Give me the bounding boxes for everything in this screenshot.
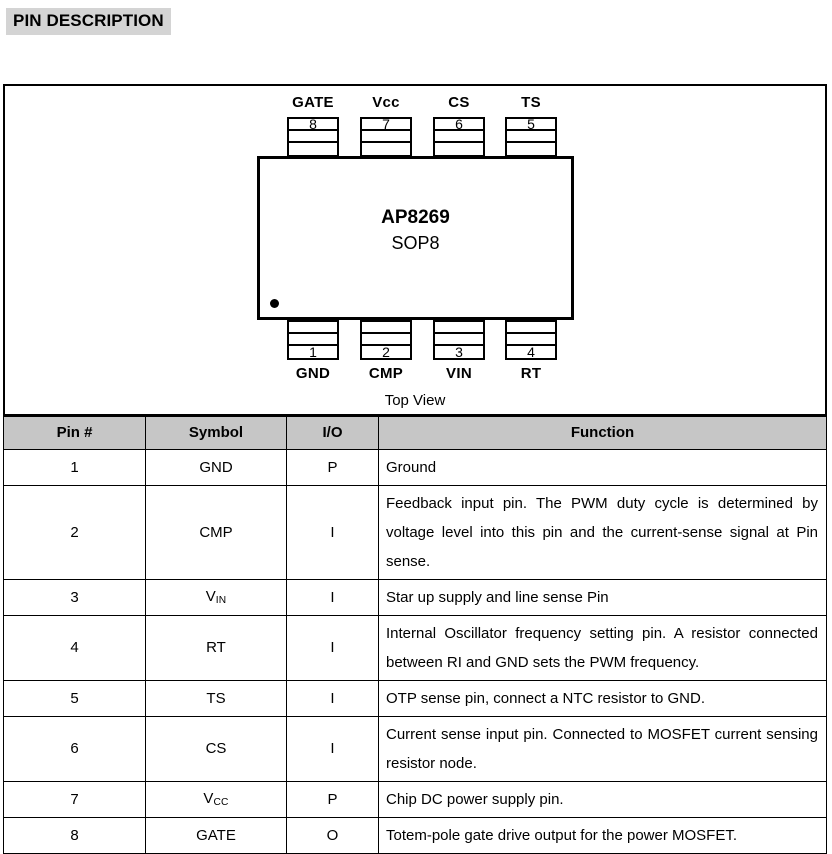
cell-io: I bbox=[286, 615, 379, 681]
pin-number-4: 4 bbox=[527, 343, 535, 360]
column-header-pin: Pin # bbox=[3, 416, 146, 450]
pin-lead-7: 7 bbox=[360, 117, 412, 157]
cell-io: P bbox=[286, 781, 379, 818]
package-diagram: GATE Vcc CS TS 8 7 6 5 AP8269 SOP8 1 2 3… bbox=[3, 84, 827, 416]
cell-pin-number: 7 bbox=[3, 781, 146, 818]
cell-function: Feedback input pin. The PWM duty cycle i… bbox=[378, 485, 827, 580]
pin-number-3: 3 bbox=[455, 343, 463, 360]
pin-number-5: 5 bbox=[527, 115, 535, 132]
cell-symbol: CS bbox=[145, 716, 287, 782]
cell-pin-number: 1 bbox=[3, 449, 146, 486]
cell-function: Totem-pole gate drive output for the pow… bbox=[378, 817, 827, 854]
cell-io: I bbox=[286, 485, 379, 580]
cell-symbol: VCC bbox=[145, 781, 287, 818]
pin-number-2: 2 bbox=[382, 343, 390, 360]
column-header-function: Function bbox=[378, 416, 827, 450]
cell-pin-number: 6 bbox=[3, 716, 146, 782]
pin-label-bottom-2: CMP bbox=[368, 365, 404, 382]
pin-lead-3: 3 bbox=[433, 320, 485, 360]
cell-io: O bbox=[286, 817, 379, 854]
cell-function: Current sense input pin. Connected to MO… bbox=[378, 716, 827, 782]
pin-number-1: 1 bbox=[309, 343, 317, 360]
pin-label-bottom-4: RT bbox=[520, 365, 542, 382]
column-header-symbol: Symbol bbox=[145, 416, 287, 450]
pin-label-top-7: Vcc bbox=[372, 94, 400, 111]
chip-package-name: SOP8 bbox=[391, 233, 440, 253]
pin-label-bottom-1: GND bbox=[295, 365, 331, 382]
cell-symbol: GND bbox=[145, 449, 287, 486]
pin-lead-6: 6 bbox=[433, 117, 485, 157]
cell-io: I bbox=[286, 716, 379, 782]
cell-symbol: CMP bbox=[145, 485, 287, 580]
cell-symbol: VIN bbox=[145, 579, 287, 616]
top-view-caption: Top View bbox=[384, 392, 446, 409]
pin-lead-8: 8 bbox=[287, 117, 339, 157]
pin1-marker-dot bbox=[270, 299, 279, 308]
cell-function: Chip DC power supply pin. bbox=[378, 781, 827, 818]
pin-label-top-8: GATE bbox=[292, 94, 334, 111]
cell-function: Internal Oscillator frequency setting pi… bbox=[378, 615, 827, 681]
cell-pin-number: 2 bbox=[3, 485, 146, 580]
cell-pin-number: 8 bbox=[3, 817, 146, 854]
cell-function: Star up supply and line sense Pin bbox=[378, 579, 827, 616]
cell-symbol: GATE bbox=[145, 817, 287, 854]
cell-io: P bbox=[286, 449, 379, 486]
cell-io: I bbox=[286, 680, 379, 717]
table-header-row: Pin # Symbol I/O Function bbox=[3, 416, 827, 450]
chip-body: AP8269 SOP8 bbox=[257, 156, 574, 320]
chip-part-number: AP8269 bbox=[381, 207, 450, 228]
pin-label-top-5: TS bbox=[521, 94, 541, 111]
pin-lead-4: 4 bbox=[505, 320, 557, 360]
cell-pin-number: 3 bbox=[3, 579, 146, 616]
pin-number-7: 7 bbox=[382, 115, 390, 132]
column-header-io: I/O bbox=[286, 416, 379, 450]
cell-pin-number: 5 bbox=[3, 680, 146, 717]
cell-io: I bbox=[286, 579, 379, 616]
pin-lead-5: 5 bbox=[505, 117, 557, 157]
page-title: PIN DESCRIPTION bbox=[6, 8, 171, 35]
pin-number-8: 8 bbox=[309, 115, 317, 132]
pin-label-bottom-3: VIN bbox=[446, 365, 472, 382]
cell-function: OTP sense pin, connect a NTC resistor to… bbox=[378, 680, 827, 717]
cell-symbol: TS bbox=[145, 680, 287, 717]
cell-pin-number: 4 bbox=[3, 615, 146, 681]
pin-lead-1: 1 bbox=[287, 320, 339, 360]
pin-lead-2: 2 bbox=[360, 320, 412, 360]
cell-symbol: RT bbox=[145, 615, 287, 681]
pin-number-6: 6 bbox=[455, 115, 463, 132]
cell-function: Ground bbox=[378, 449, 827, 486]
pin-label-top-6: CS bbox=[448, 94, 470, 111]
